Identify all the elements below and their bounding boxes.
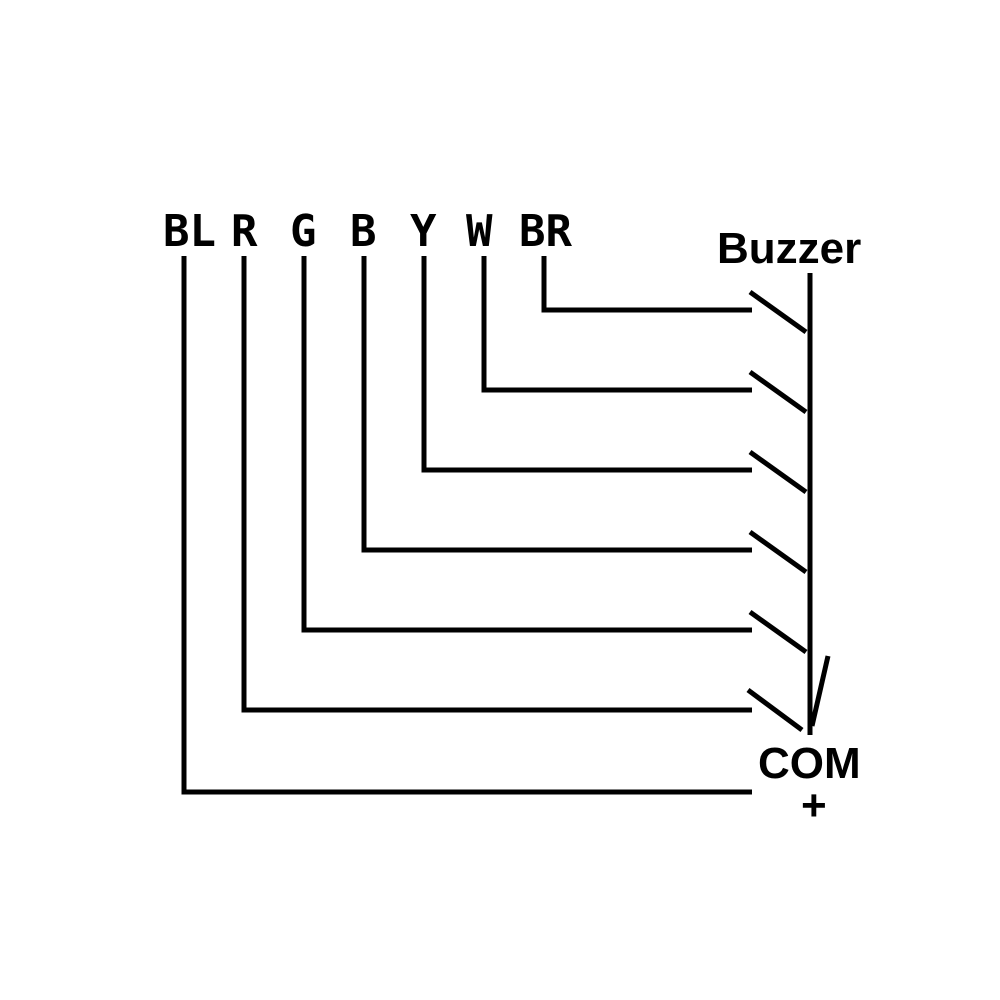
wire-w: [481, 256, 752, 393]
switch-blade-y: [748, 449, 808, 495]
wire-label-b: B: [350, 206, 377, 257]
buzzer-contact: [809, 655, 831, 727]
wire-label-y: Y: [410, 206, 437, 257]
wire-bl: [181, 256, 752, 795]
wire-label-r: R: [231, 206, 258, 257]
wire-r: [241, 256, 752, 713]
wire-label-br: BR: [519, 206, 572, 257]
switch-blade-b: [748, 529, 808, 575]
wire-label-g: G: [290, 206, 317, 257]
buzzer-title: Buzzer: [717, 224, 861, 273]
wire-label-bl: BL: [163, 206, 216, 257]
wire-g: [301, 256, 752, 633]
wire-b: [361, 256, 752, 553]
com-label: COM: [758, 739, 861, 788]
wire-y: [421, 256, 752, 473]
switch-blade-g: [748, 609, 808, 655]
switch-blade-r: [746, 687, 804, 733]
wire-label-w: W: [466, 206, 493, 257]
wire-br: [541, 256, 752, 313]
switch-blade-w: [748, 369, 808, 415]
switch-blade-br: [748, 289, 808, 335]
polarity-label: +: [801, 781, 827, 830]
